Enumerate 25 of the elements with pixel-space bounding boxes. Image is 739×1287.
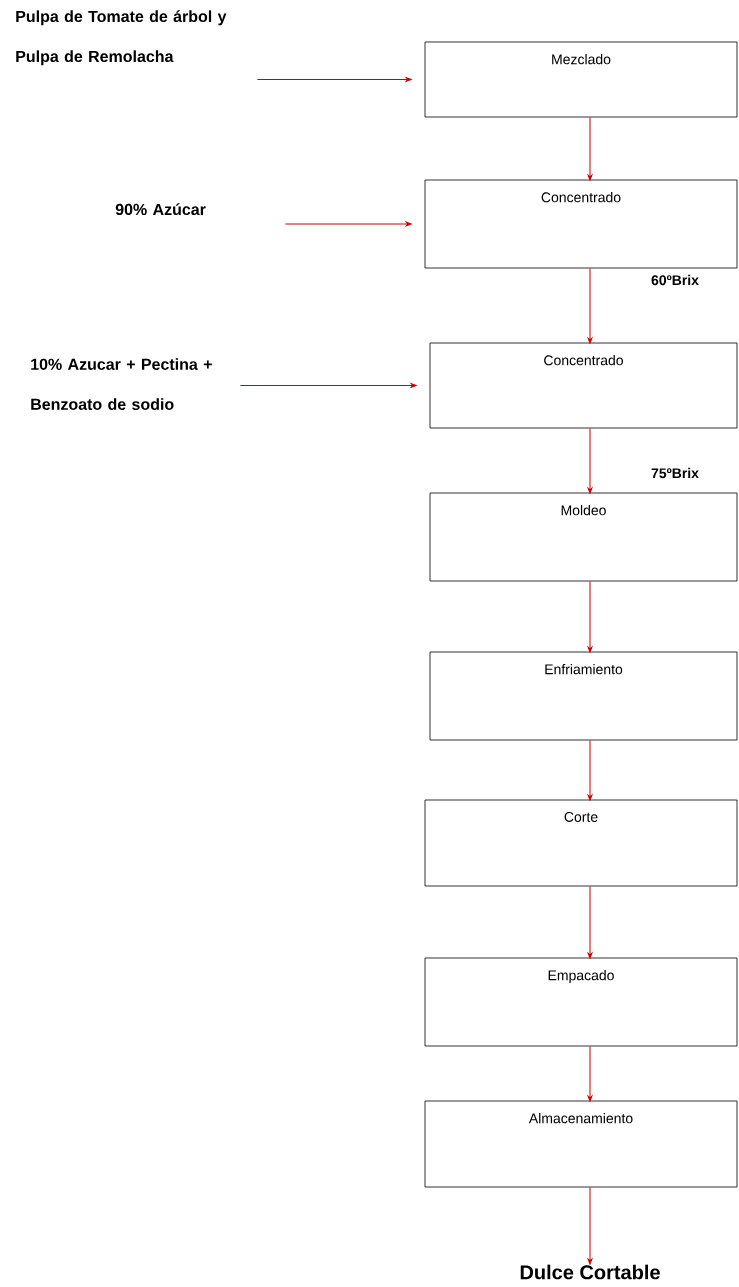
arrow [587,116,593,181]
process-box: Concentrado [429,342,738,429]
arrow [587,580,593,653]
input-text: 90% Azúcar [115,203,206,216]
product-text: Dulce Cortable [520,1264,660,1280]
process-box: Almacenamiento [424,1100,738,1188]
input-text: 10% Azucar + Pectina + Benzoato de sodio [31,358,212,410]
arrow [284,221,412,227]
process-box: Corte [424,799,738,887]
edge-label: 60ºBrix [650,273,700,287]
edge-label: 75ºBrix [650,466,700,480]
process-box: Mezclado [424,41,738,118]
input-text: Pulpa de Tomate de árbol y Pulpa de Remolacha [16,10,227,66]
arrow [587,267,593,344]
arrow [587,1045,593,1102]
process-box: Enfriamiento [429,651,738,741]
arrow [587,885,593,959]
process-box: Moldeo [429,492,738,582]
arrow [587,739,593,801]
process-box: Concentrado [424,179,738,269]
process-box: Empacado [424,957,738,1047]
arrow [239,383,417,388]
arrow [256,77,412,82]
arrow [587,1186,593,1265]
arrow [587,427,593,494]
